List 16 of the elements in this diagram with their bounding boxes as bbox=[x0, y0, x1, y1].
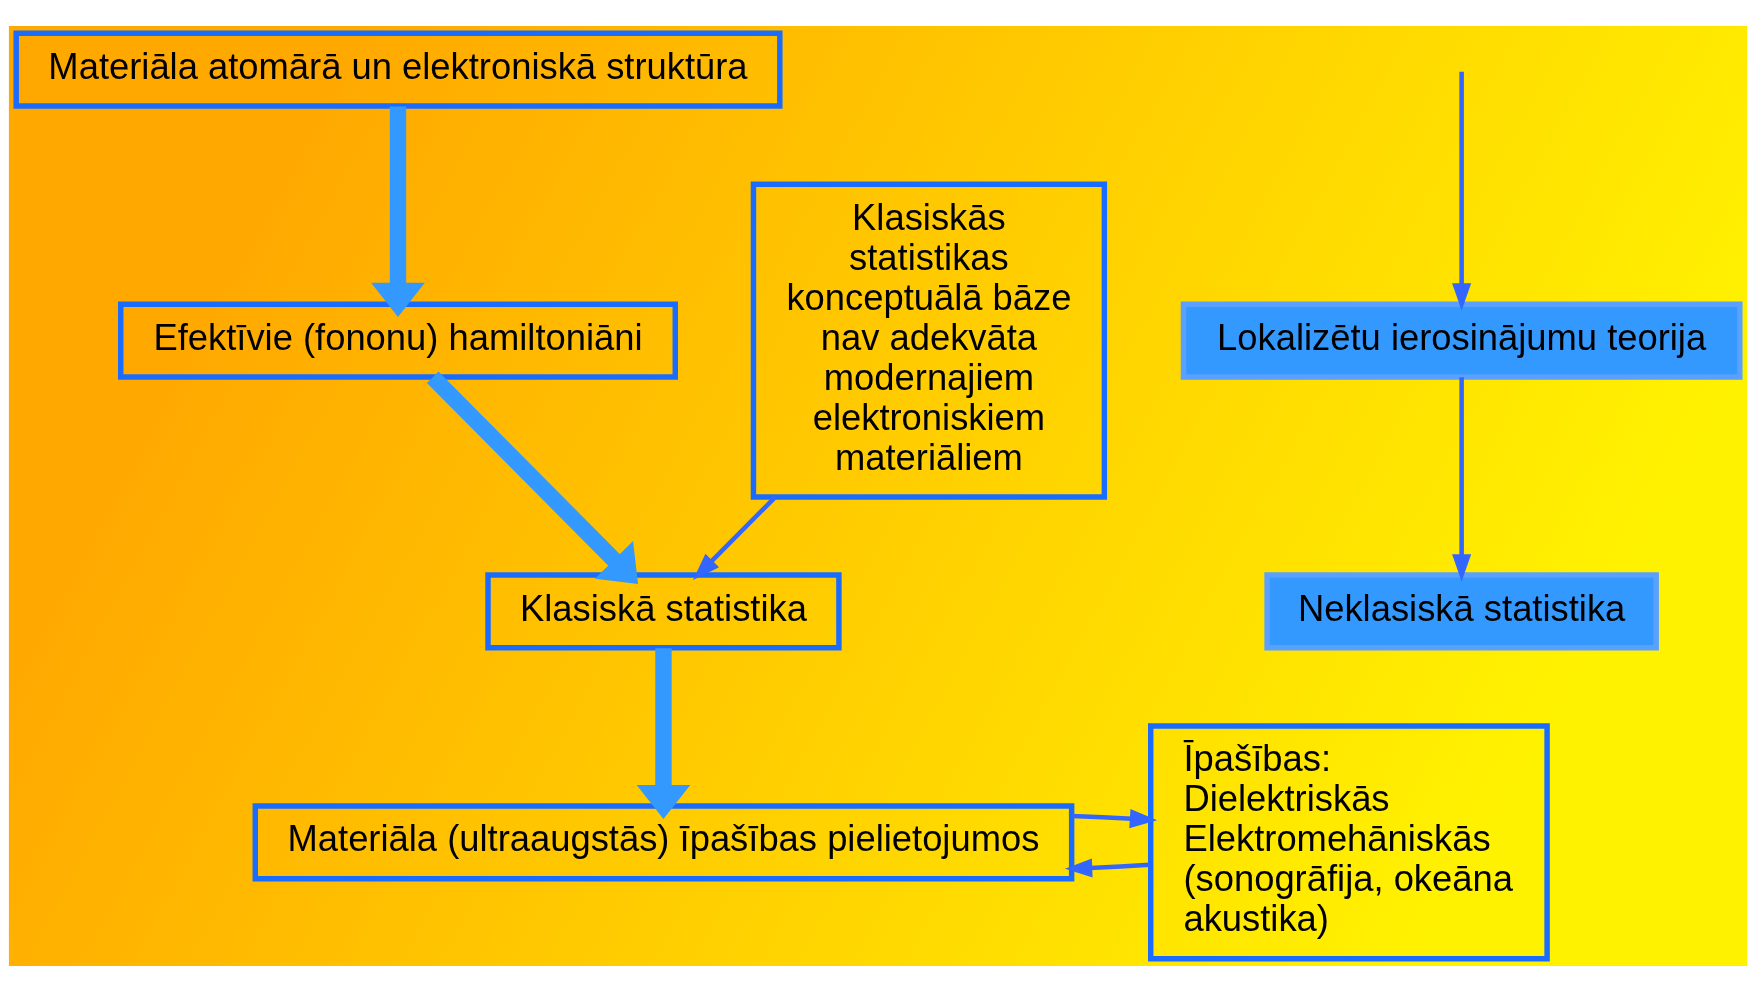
node-box: Neklasiskā statistika bbox=[1264, 571, 1659, 651]
node-box: Lokalizētu ierosinājumu teorija bbox=[1180, 300, 1743, 380]
arrow bbox=[1452, 376, 1472, 582]
node-box: Materiāla atomārā un elektroniskā struktūra bbox=[13, 30, 783, 109]
node-box: Efektīvie (fononu) hamiltoniāni bbox=[118, 300, 678, 380]
node-box: Materiāla (ultraaugstās) īpašības pielietojumos bbox=[252, 802, 1075, 881]
node-box: Klasiskās statistikas konceptuālā bāze nav adekvāta modernajiem elektroniskiem materiāliem bbox=[750, 180, 1108, 500]
arrow bbox=[693, 494, 777, 580]
arrow bbox=[426, 371, 639, 584]
arrow bbox=[1071, 808, 1158, 828]
arrow bbox=[636, 647, 691, 819]
arrow bbox=[1452, 71, 1472, 311]
arrow bbox=[1064, 857, 1151, 877]
node-box: Klasiskā statistika bbox=[485, 571, 842, 651]
node-box: Īpašības: Dielektriskās Elektromehāniskās (sonogrāfija, okeāna akustika) bbox=[1148, 722, 1550, 961]
arrow bbox=[371, 105, 425, 317]
